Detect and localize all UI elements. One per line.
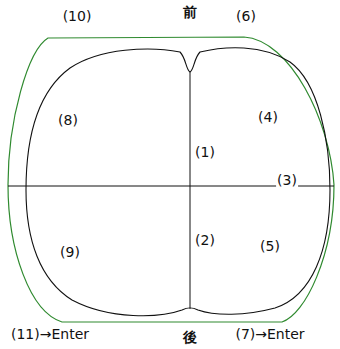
callout-number: (11)→Enter bbox=[10, 326, 90, 342]
callout-number: (10) bbox=[62, 8, 93, 24]
callout-number: (3) bbox=[276, 172, 298, 188]
callout-number: (5) bbox=[259, 238, 281, 254]
callout-number: (9) bbox=[59, 244, 81, 260]
vertical-axis bbox=[190, 72, 191, 309]
callout-number: (4) bbox=[257, 109, 279, 125]
callout-number: (2) bbox=[194, 232, 216, 248]
outer-outline bbox=[8, 37, 334, 322]
callout-number: (6) bbox=[235, 8, 257, 24]
direction-label: 後 bbox=[182, 329, 198, 345]
callout-number: (8) bbox=[57, 112, 79, 128]
callout-number: (7)→Enter bbox=[234, 326, 305, 342]
callout-number: (1) bbox=[194, 144, 216, 160]
inner-outline bbox=[26, 48, 330, 316]
direction-label: 前 bbox=[182, 4, 198, 20]
